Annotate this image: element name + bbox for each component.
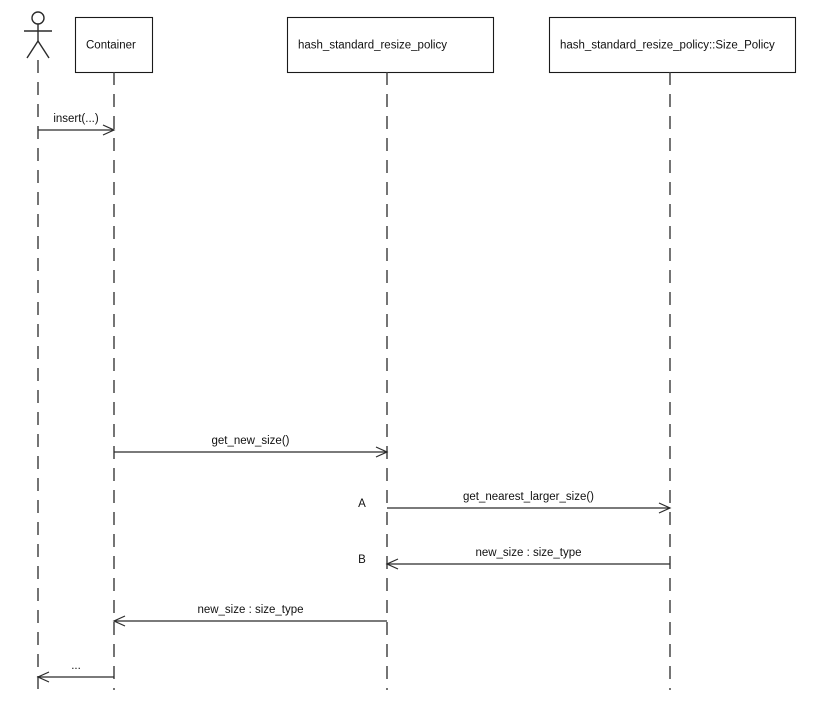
participant-resize_policy[interactable]: hash_standard_resize_policy [286,16,495,691]
message-arrowhead-icon [375,446,389,458]
message-label: insert(...) [53,113,99,125]
participant-label-container: Container [86,40,136,52]
message-msg-insert[interactable]: insert(...) [38,113,116,136]
participant-size_policy[interactable]: hash_standard_resize_policy::Size_Policy [548,16,797,691]
message-label: ... [71,660,81,672]
message-msg-get-nearest-larger-size[interactable]: get_nearest_larger_size() A [358,491,672,514]
message-label: get_nearest_larger_size() [463,491,594,503]
actor-figure-icon [24,11,52,59]
participant-container[interactable]: Container [74,16,154,691]
message-arrowhead-icon [112,615,126,627]
message-arrowhead-icon [102,124,116,136]
participant-label-size_policy: hash_standard_resize_policy::Size_Policy [560,40,775,52]
message-label: get_new_size() [212,435,290,447]
message-arrowhead-icon [385,558,399,570]
message-msg-return-ellipsis[interactable]: ... [36,660,114,683]
participant-actor[interactable] [24,11,52,690]
message-label: new_size : size_type [475,547,581,559]
message-msg-return-new-size-container[interactable]: new_size : size_type [112,604,387,627]
message-label: new_size : size_type [197,604,303,616]
message-marker-a: A [358,498,366,510]
participant-box-size_policy[interactable] [548,16,797,74]
participant-box-container[interactable] [74,16,154,74]
participant-box-resize_policy[interactable] [286,16,495,74]
message-msg-get-new-size[interactable]: get_new_size() [114,435,389,458]
participant-label-resize_policy: hash_standard_resize_policy [298,40,447,52]
message-arrowhead-icon [658,502,672,514]
message-arrowhead-icon [36,671,50,683]
message-marker-b: B [358,554,366,566]
